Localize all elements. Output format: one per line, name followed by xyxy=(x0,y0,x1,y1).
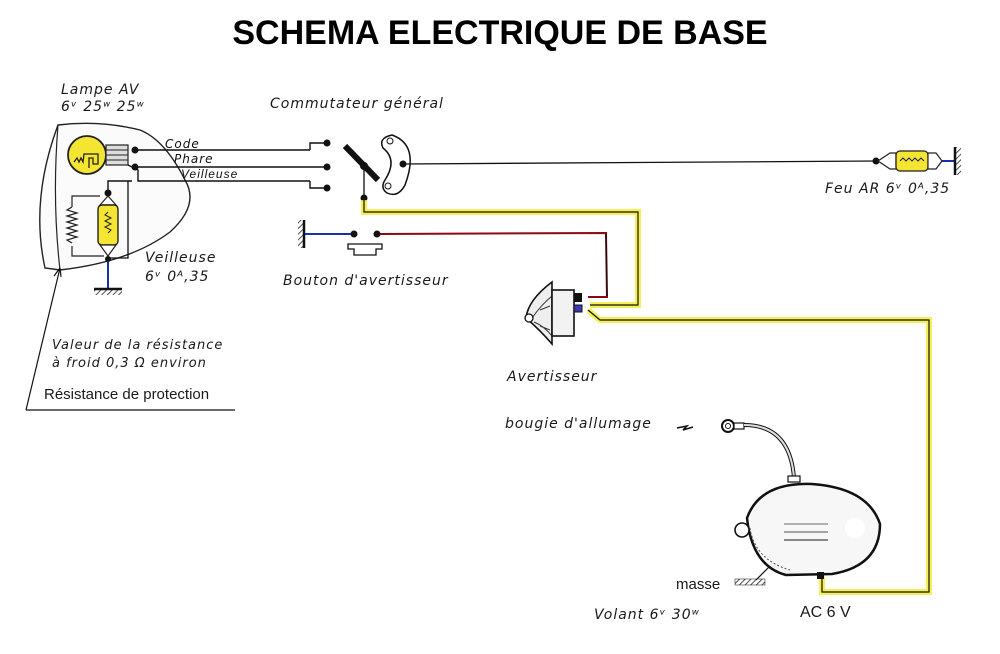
headlamp-bulb-icon xyxy=(67,135,139,175)
tail-light-name: Feu AR xyxy=(825,181,881,197)
headlamp-rating: 6ᵛ 25ʷ 25ʷ xyxy=(61,99,145,115)
flywheel-name: Volant xyxy=(594,607,645,623)
resistor-pointer xyxy=(25,267,235,411)
ac-wire-horn-flywheel xyxy=(586,307,932,595)
pilot-lamp-icon xyxy=(97,180,132,262)
flywheel-icon xyxy=(734,482,882,586)
ac-output-label: AC 6 V xyxy=(800,604,851,621)
spark-plug-label: bougie d'allumage xyxy=(505,416,652,432)
tail-light-wire xyxy=(402,160,877,165)
resistance-note-line2: à froid 0,3 Ω environ xyxy=(52,356,207,371)
wire-label-phare: Phare xyxy=(174,152,214,166)
flywheel-label: Volant 6ᵛ 30ʷ xyxy=(594,607,700,623)
main-switch-icon xyxy=(323,134,411,202)
horn-icon xyxy=(524,280,583,347)
horn-label: Avertisseur xyxy=(507,369,598,385)
headlamp-label: Lampe AV xyxy=(61,82,140,98)
tail-light-rating: 6ᵛ 0ᴬ,35 xyxy=(885,181,951,197)
tail-light-icon xyxy=(872,147,961,175)
diagram-title: SCHEMA ELECTRIQUE DE BASE xyxy=(232,14,768,52)
protection-resistor-icon xyxy=(64,195,104,257)
horn-button-icon xyxy=(298,220,383,256)
spark-plug-icon xyxy=(676,419,801,483)
wire-label-veilleuse: Veilleuse xyxy=(181,167,239,181)
headlamp-wires xyxy=(127,142,325,189)
horn-button-label: Bouton d'avertisseur xyxy=(283,273,449,289)
main-switch-label: Commutateur général xyxy=(270,96,444,112)
resistance-note-line1: Valeur de la résistance xyxy=(52,338,224,353)
headlamp-ground-icon xyxy=(94,262,122,295)
ground-label: masse xyxy=(676,576,721,593)
pilot-lamp-label: Veilleuse xyxy=(145,250,217,266)
protection-resistor-label: Résistance de protection xyxy=(44,386,210,403)
pilot-lamp-rating: 6ᵛ 0ᴬ,35 xyxy=(145,269,210,285)
ac-wire-switch-horn xyxy=(361,200,641,308)
wire-label-code: Code xyxy=(165,137,200,151)
flywheel-rating: 6ᵛ 30ʷ xyxy=(649,607,700,623)
tail-light-label: Feu AR 6ᵛ 0ᴬ,35 xyxy=(825,181,950,197)
